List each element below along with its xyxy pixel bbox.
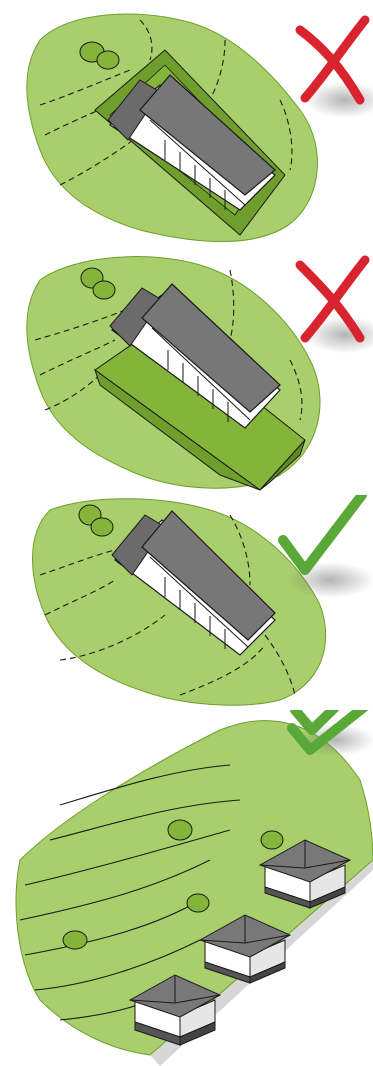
panel-cut-into-slope (0, 0, 373, 250)
tree-icon (79, 41, 120, 70)
tree-icon (186, 893, 210, 913)
checkmark-icon (287, 710, 373, 756)
tree-icon (78, 504, 114, 537)
terrain-slab (15, 720, 373, 1056)
cross-icon (295, 255, 373, 353)
tree-icon (167, 819, 193, 841)
checkmark-icon (278, 495, 373, 598)
panel-raised-platform (0, 250, 373, 495)
house-icon (107, 74, 276, 211)
house-icon (111, 510, 276, 656)
embankment-face (94, 368, 261, 491)
tree-icon (80, 267, 116, 300)
panel-follows-contour (0, 495, 373, 710)
house-icon (128, 974, 222, 1046)
cross-icon (295, 15, 373, 118)
tree-icon (62, 930, 88, 950)
house-icon (109, 283, 281, 429)
house-icon (258, 839, 352, 909)
embankment-side (259, 439, 306, 491)
house-icon (198, 914, 292, 984)
panel-stepped-houses (0, 710, 373, 1066)
tree-icon (260, 830, 284, 850)
